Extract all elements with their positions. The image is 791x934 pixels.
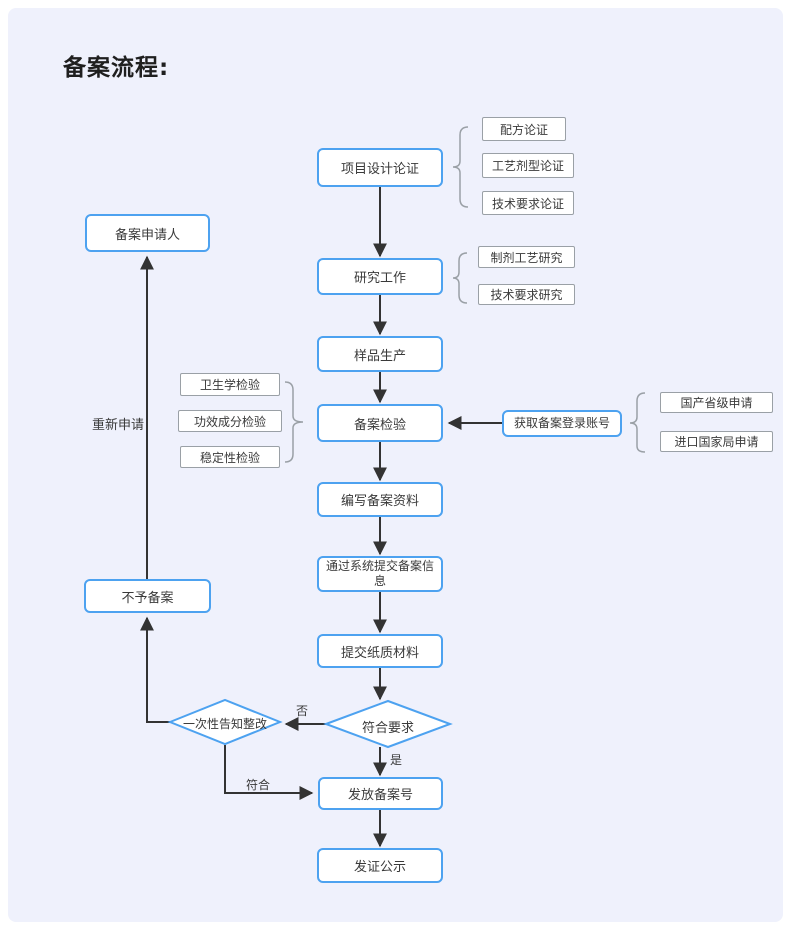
item-technical-requirement-demonstration-label: 技术要求论证	[491, 196, 564, 211]
brace-design-icon	[452, 126, 469, 208]
item-hygiene-inspection: 卫生学检验	[180, 373, 280, 396]
diamond-one-time-notice	[167, 698, 283, 746]
item-import-national-application-label: 进口国家局申请	[674, 435, 759, 449]
node-submit-system: 通过系统提交备案信息	[317, 556, 443, 592]
node-get-account-label: 获取备案登录账号	[513, 416, 610, 430]
item-formula-demonstration: 配方论证	[482, 117, 566, 141]
node-certificate-publicity-label: 发证公示	[353, 860, 406, 875]
item-process-dosage-demonstration: 工艺剂型论证	[482, 153, 574, 178]
item-technical-requirement-research-label: 技术要求研究	[490, 288, 563, 302]
diamond-meets-requirements-label: 符合要求	[361, 721, 414, 736]
brace-research-icon	[452, 252, 468, 304]
diamond-one-time-notice-label: 一次性告知整改	[182, 717, 267, 731]
node-get-account: 获取备案登录账号	[502, 410, 622, 437]
edge-notice-to-nofiling	[140, 616, 170, 723]
item-efficacy-component-inspection: 功效成分检验	[178, 410, 282, 432]
edge-notice-conform	[224, 745, 314, 800]
node-no-filing-label: 不予备案	[121, 590, 174, 606]
node-no-filing: 不予备案	[84, 579, 211, 613]
label-no: 否	[296, 704, 309, 718]
item-preparation-process-research-label: 制剂工艺研究	[490, 250, 563, 265]
label-conform: 符合	[246, 778, 271, 792]
node-project-design: 项目设计论证	[317, 148, 443, 187]
node-submit-paper-label: 提交纸质材料	[340, 645, 419, 661]
node-write-materials: 编写备案资料	[317, 482, 443, 517]
node-research-label: 研究工作	[353, 271, 406, 286]
item-technical-requirement-research: 技术要求研究	[478, 284, 575, 305]
node-filing-inspection-label: 备案检验	[353, 417, 406, 433]
node-submit-paper: 提交纸质材料	[317, 634, 443, 668]
item-process-dosage-demonstration-label: 工艺剂型论证	[491, 159, 564, 173]
item-stability-inspection-label: 稳定性检验	[199, 450, 260, 465]
item-stability-inspection: 稳定性检验	[180, 446, 280, 468]
label-reapply: 重新申请	[92, 418, 145, 433]
node-research: 研究工作	[317, 258, 443, 295]
label-yes: 是	[390, 753, 403, 767]
node-submit-system-label: 通过系统提交备案信息	[325, 559, 434, 588]
node-certificate-publicity: 发证公示	[317, 848, 443, 883]
node-issue-number-label: 发放备案号	[347, 788, 413, 803]
node-write-materials-label: 编写备案资料	[340, 494, 419, 509]
node-applicant-label: 备案申请人	[114, 227, 180, 243]
brace-inspection-icon	[284, 381, 304, 463]
node-filing-inspection: 备案检验	[317, 404, 443, 442]
item-preparation-process-research: 制剂工艺研究	[478, 246, 575, 268]
item-technical-requirement-demonstration: 技术要求论证	[482, 191, 574, 215]
item-efficacy-component-inspection-label: 功效成分检验	[193, 414, 266, 429]
brace-account-icon	[629, 392, 646, 453]
item-domestic-provincial-application: 国产省级申请	[660, 392, 773, 413]
node-sample-production-label: 样品生产	[353, 348, 406, 364]
item-import-national-application: 进口国家局申请	[660, 431, 773, 452]
item-hygiene-inspection-label: 卫生学检验	[199, 378, 260, 392]
item-formula-demonstration-label: 配方论证	[499, 122, 548, 137]
node-applicant: 备案申请人	[85, 214, 210, 252]
diamond-meets-requirements	[323, 699, 453, 749]
item-domestic-provincial-application-label: 国产省级申请	[680, 396, 753, 410]
node-issue-number: 发放备案号	[318, 777, 443, 810]
page-title: 备案流程:	[63, 55, 170, 81]
node-sample-production: 样品生产	[317, 336, 443, 372]
node-project-design-label: 项目设计论证	[340, 162, 419, 177]
